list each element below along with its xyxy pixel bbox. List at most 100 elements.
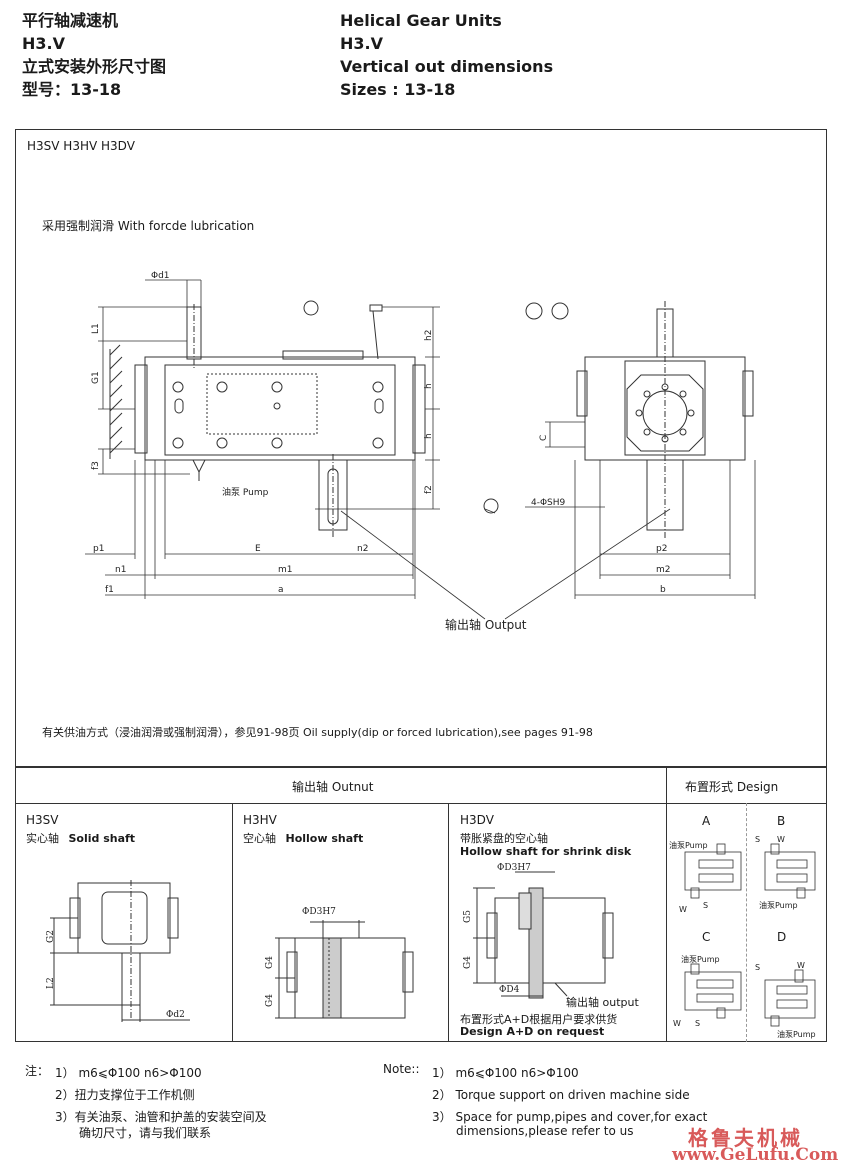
- label-p1: p1: [93, 544, 104, 554]
- h3hv-title: H3HV: [243, 813, 277, 827]
- label-pump: 油泵 Pump: [222, 486, 269, 498]
- label-n1: n1: [115, 565, 126, 575]
- label-G1: G1: [91, 371, 101, 384]
- header-cn-line2: H3.V: [22, 34, 65, 53]
- dimension-lines: [85, 279, 756, 620]
- note-cn-2: 2）扭力支撑位于工作机侧: [55, 1088, 195, 1102]
- model-list: H3SV H3HV H3DV: [27, 139, 135, 153]
- lubrication-note: 采用强制润滑 With forcde lubrication: [42, 219, 255, 233]
- notes-en: 1） m6⩽Φ100 n6>Φ100 2） Torque support on …: [432, 1062, 707, 1142]
- design-diagrams: 油泵Pump S W 油泵Pump S W 油泵Pump S W 油泵Pump …: [669, 835, 816, 1039]
- note-cn-3: 3）有关油泵、油管和护盖的安装空间及: [55, 1110, 267, 1124]
- h3sv-sub-cn: 实心轴: [26, 832, 59, 845]
- label-f1: f1: [105, 585, 114, 595]
- design-D-pump: 油泵Pump: [777, 1029, 816, 1039]
- design-B-s: S: [755, 835, 760, 844]
- h3hv-label-G4a: G4: [265, 956, 275, 969]
- front-view: [134, 300, 499, 539]
- watermark-url: www.GeLufu.Com: [672, 1145, 839, 1165]
- h3hv-sub-en: Hollow shaft: [285, 832, 364, 845]
- h3hv-label-G4b: G4: [265, 994, 275, 1007]
- label-n2: n2: [357, 544, 368, 554]
- header-en: Helical Gear Units H3.V Vertical out dim…: [340, 9, 553, 101]
- h3dv-divider: [448, 803, 449, 1042]
- header-cn-line3: 立式安装外形尺寸图: [22, 57, 167, 76]
- notes-cn: 1） m6⩽Φ100 n6>Φ100 2）扭力支撑位于工作机侧 3）有关油泵、油…: [55, 1062, 267, 1144]
- bottom-header-divider: [15, 803, 827, 804]
- h3hv-divider: [232, 803, 233, 1042]
- label-p2: p2: [656, 544, 667, 554]
- label-m1: m1: [278, 565, 293, 575]
- label-b: b: [660, 585, 666, 595]
- label-C: C: [539, 435, 549, 441]
- main-dimension-drawing: Φd1 L1 G1 f3 h2 h h f2 油泵 Pump C 4-ΦSH9 …: [85, 271, 756, 632]
- header-en-line2: H3.V: [340, 34, 383, 53]
- note-en-4: dimensions,please refer to us: [456, 1124, 634, 1138]
- h3sv-drawing: G2 L2 Φd2: [46, 880, 190, 1022]
- design-D-s: S: [755, 963, 760, 972]
- h3sv-label-d2: Φd2: [166, 1010, 185, 1020]
- note-en-2: 2） Torque support on driven machine side: [432, 1088, 690, 1102]
- design-B-letter: B: [777, 814, 786, 828]
- h3dv-title: H3DV: [460, 813, 494, 827]
- top-panel: [15, 129, 827, 767]
- h3dv-label-d3h7: ΦD3H7: [497, 863, 531, 873]
- h3sv-label-L2: L2: [46, 977, 56, 989]
- label-E: E: [255, 544, 261, 554]
- design-C-letter: C: [702, 930, 711, 944]
- header-en-line1: Helical Gear Units: [340, 11, 502, 30]
- h3hv-label-d3h7: ΦD3H7: [302, 907, 336, 917]
- design-D-w: W: [797, 961, 805, 970]
- label-output: 输出轴 Output: [445, 617, 527, 632]
- design-A-s: S: [703, 901, 708, 910]
- design-C-s: S: [695, 1019, 700, 1028]
- design-C-pump: 油泵Pump: [681, 954, 720, 964]
- bottom-panel: [15, 767, 827, 1042]
- label-h2: h2: [424, 330, 434, 341]
- output-title: 输出轴 Outnut: [292, 780, 374, 794]
- design-A-letter: A: [702, 814, 711, 828]
- label-d1: Φd1: [151, 271, 170, 281]
- design-B-w: W: [777, 835, 785, 844]
- header-cn-line1: 平行轴减速机: [22, 11, 119, 30]
- h3hv-drawing: ΦD3H7 G4 G4: [265, 907, 414, 1019]
- note-en-3: 3） Space for pump,pipes and cover,for ex…: [432, 1110, 708, 1124]
- h3sv-label-G2: G2: [46, 930, 56, 943]
- h3dv-note-cn: 布置形式A+D根据用户要求供货: [460, 1013, 618, 1026]
- h3dv-sub-cn: 带胀紧盘的空心轴: [460, 832, 548, 845]
- label-h-upper: h: [424, 383, 434, 389]
- label-a: a: [278, 585, 284, 595]
- note-cn-1: 1） m6⩽Φ100 n6>Φ100: [55, 1066, 202, 1080]
- mounting-surface-hatch: [109, 344, 123, 459]
- h3dv-drawing: ΦD3H7 G5 G4 ΦD4: [463, 863, 614, 999]
- oil-supply-note: 有关供油方式（浸油润滑或强制润滑），参见91-98页 Oil supply(di…: [42, 726, 593, 739]
- header-cn: 平行轴减速机 H3.V 立式安装外形尺寸图 型号：13-18: [22, 9, 166, 101]
- h3dv-label-d4: ΦD4: [499, 985, 520, 995]
- label-m2: m2: [656, 565, 671, 575]
- h3dv-label-G5: G5: [463, 910, 473, 923]
- notes-en-label: Note::: [383, 1062, 420, 1076]
- label-4-sh9: 4-ΦSH9: [531, 498, 566, 508]
- h3sv-sub-en: Solid shaft: [68, 832, 136, 845]
- note-cn-4: 确切尺寸，请与我们联系: [79, 1126, 212, 1140]
- design-D-letter: D: [777, 930, 787, 944]
- h3sv-subtitle: 实心轴 Solid shaft: [26, 830, 135, 846]
- label-f2: f2: [424, 485, 434, 494]
- h3dv-label-G4: G4: [463, 956, 473, 969]
- h3dv-sub-en: Hollow shaft for shrink disk: [460, 845, 632, 858]
- label-L1: L1: [91, 323, 101, 334]
- label-h-lower: h: [424, 433, 434, 439]
- design-A-w: W: [679, 905, 687, 914]
- side-view: [525, 301, 754, 539]
- note-en-1: 1） m6⩽Φ100 n6>Φ100: [432, 1066, 579, 1080]
- design-B-pump: 油泵Pump: [759, 900, 798, 910]
- h3dv-note-en: Design A+D on request: [460, 1025, 605, 1038]
- h3sv-title: H3SV: [26, 813, 59, 827]
- design-C-w: W: [673, 1019, 681, 1028]
- watermark-cn: 格鲁夫机械: [688, 1126, 803, 1150]
- design-column-divider: [666, 767, 667, 1042]
- design-A-pump: 油泵Pump: [669, 840, 708, 850]
- h3hv-sub-cn: 空心轴: [243, 832, 276, 845]
- design-title: 布置形式 Design: [685, 780, 779, 794]
- header-en-line4: Sizes : 13-18: [340, 80, 456, 99]
